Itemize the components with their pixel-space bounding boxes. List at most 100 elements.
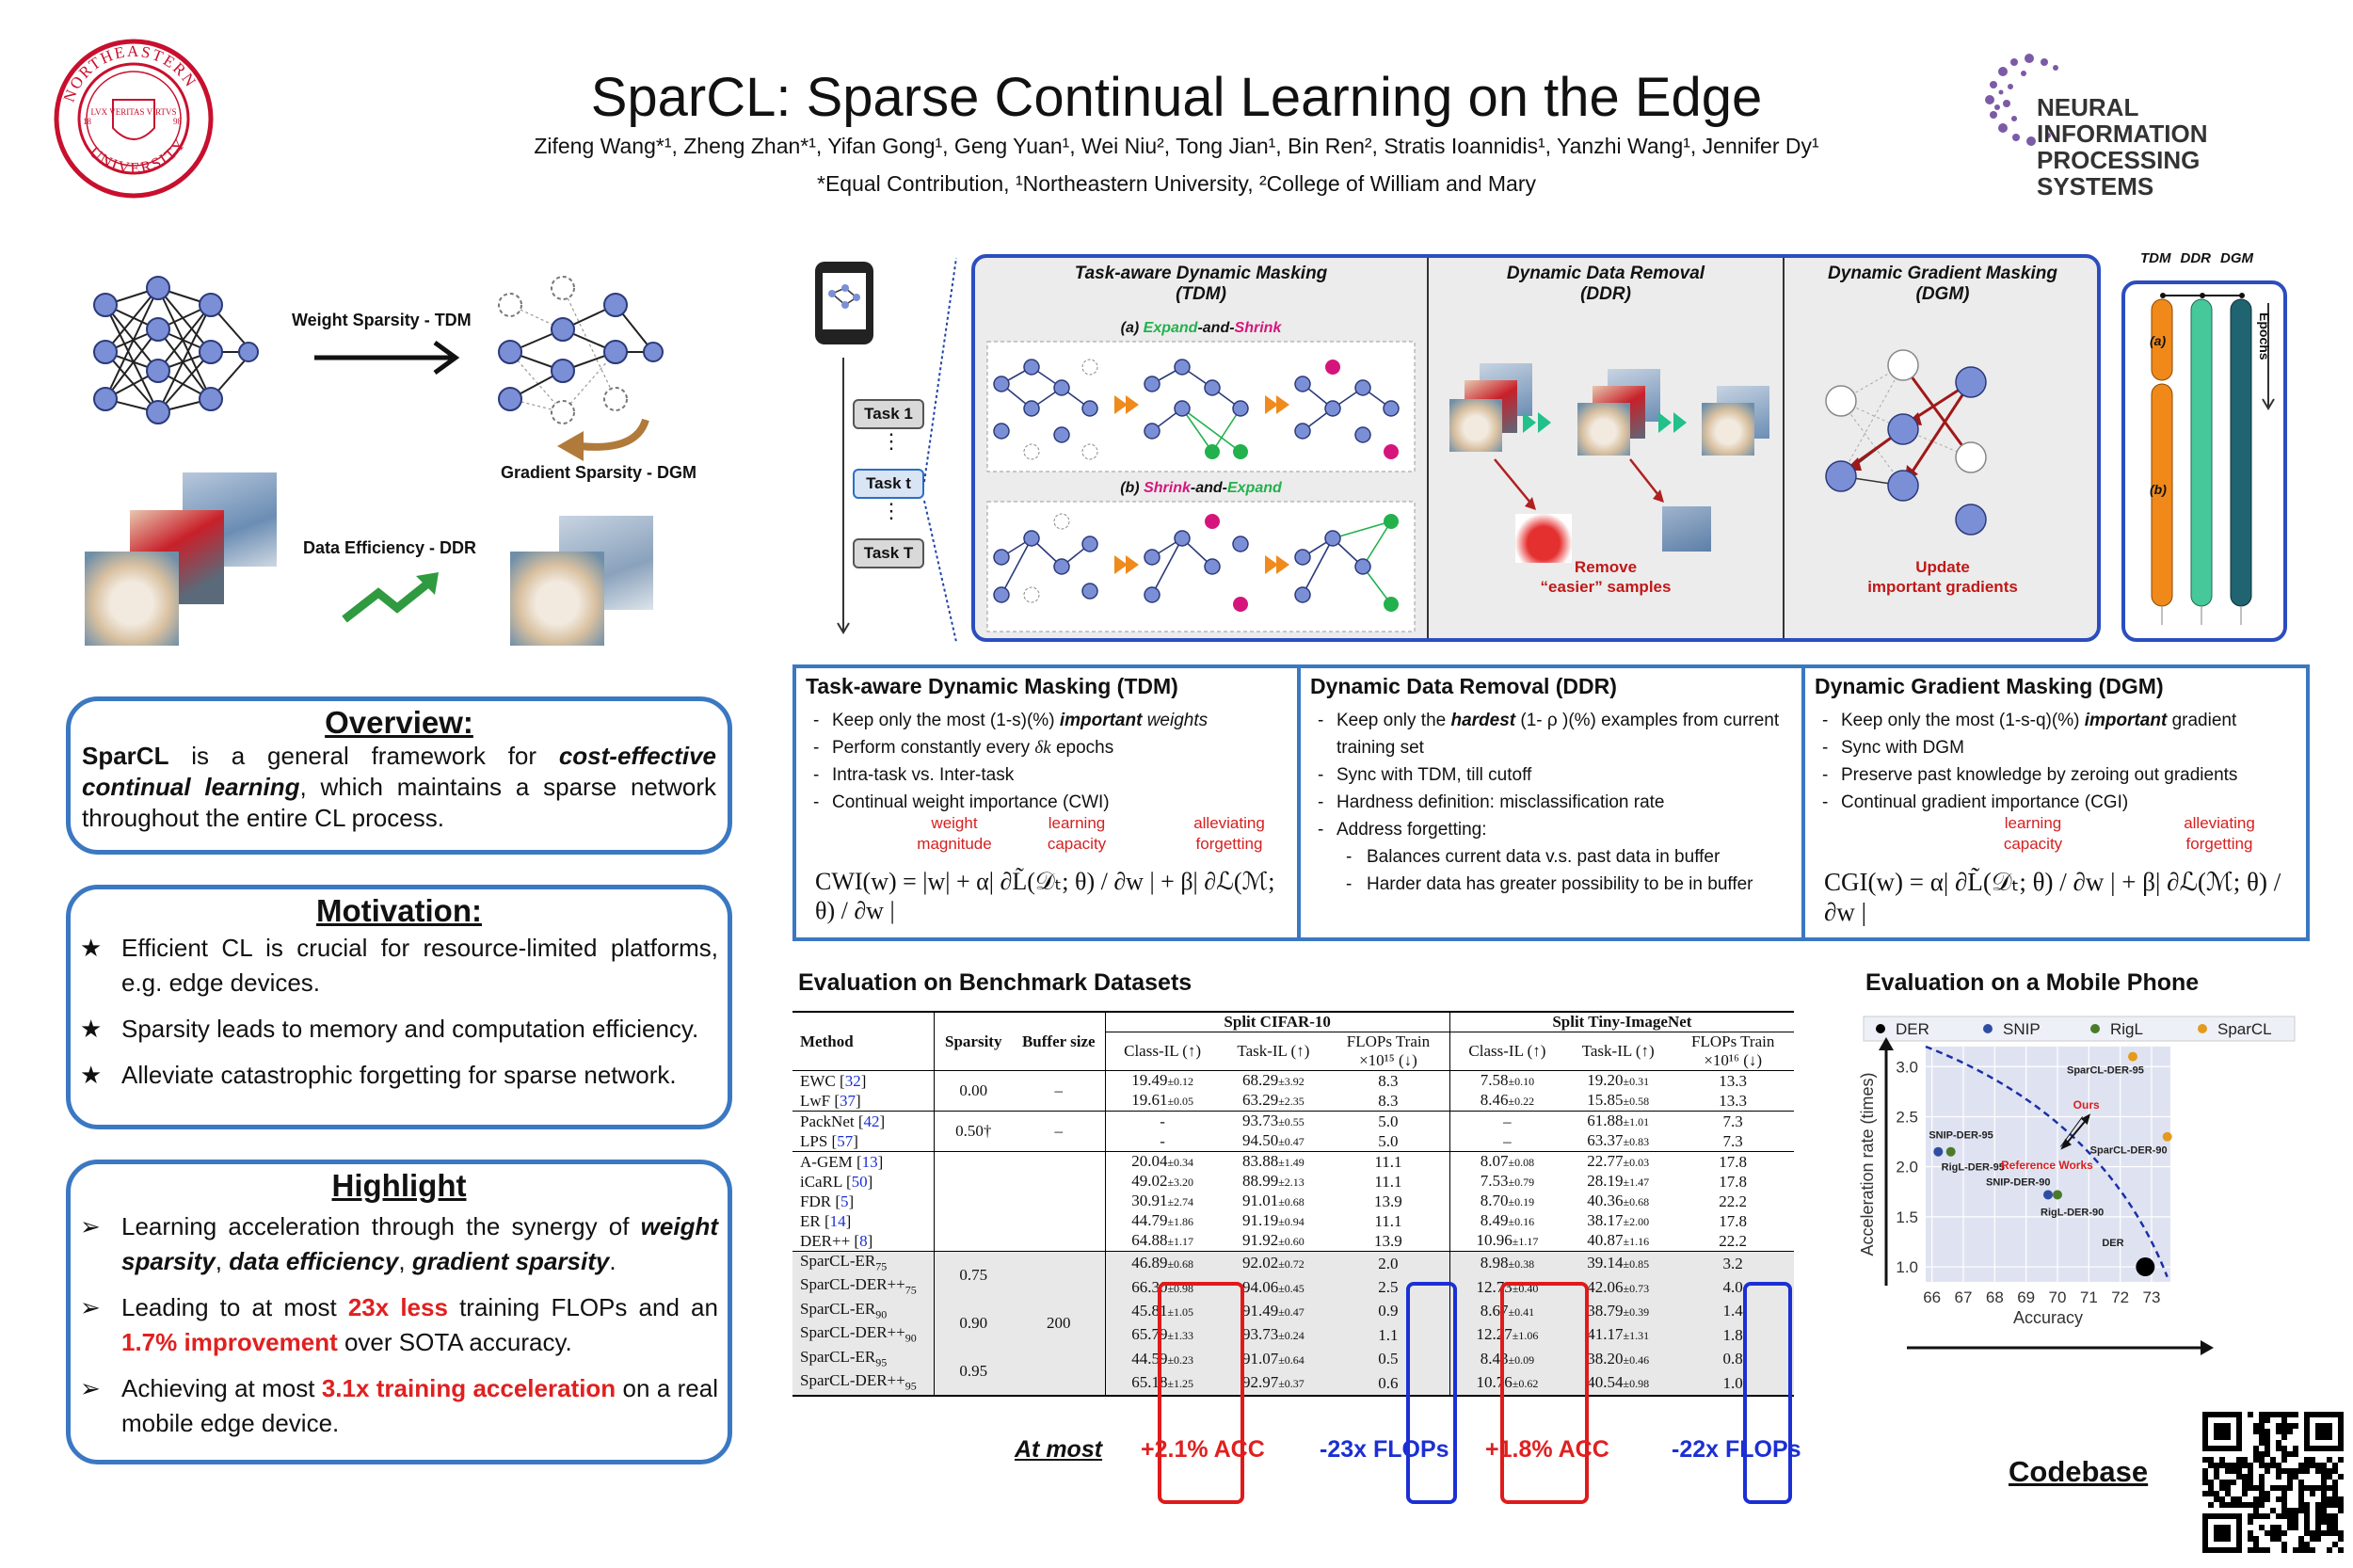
affiliations: *Equal Contribution, ¹Northeastern Unive…: [817, 171, 1536, 196]
value-cell: 88.99±2.13: [1241, 1172, 1305, 1190]
value-cell: 19.20±0.31: [1587, 1071, 1650, 1089]
tdm-item: -Continual weight importance (CWI): [813, 792, 1110, 812]
data-point: [2136, 1257, 2155, 1277]
benchmark-heading: Evaluation on Benchmark Datasets: [798, 969, 1193, 996]
framework-figure: Task 1 ⋮ Task t ⋮ Task T Task-aware Dyna…: [811, 250, 2289, 649]
x-tick-label: 67: [1955, 1288, 1973, 1306]
sparsity-cell: 0.50†: [955, 1122, 992, 1140]
weight-sparsity-label: Weight Sparsity - TDM: [292, 311, 472, 329]
value-cell: 63.37±0.83: [1587, 1131, 1650, 1149]
forward-arrow-icon: [1523, 412, 1551, 433]
codebase-label[interactable]: Codebase: [2009, 1455, 2149, 1488]
value-cell: 8.70±0.19: [1480, 1192, 1535, 1209]
qr-code-icon[interactable]: [2202, 1412, 2344, 1553]
tdm-a-caption: (a) Expand-and-Shrink: [1120, 320, 1282, 336]
motivation-item: ★Alleviate catastrophic forgetting for s…: [80, 1061, 677, 1089]
value-cell: 39.14±0.85: [1587, 1254, 1650, 1272]
value-cell: 94.06±0.45: [1241, 1277, 1305, 1296]
value-cell: 1.8: [1722, 1325, 1743, 1344]
value-cell: 91.49±0.47: [1241, 1301, 1305, 1320]
summary-tiny-acc: +1.8% ACC: [1485, 1436, 1609, 1463]
point-label: SNIP-DER-95: [1929, 1130, 1993, 1142]
col-cifar: Split CIFAR-10: [1105, 1012, 1450, 1032]
x-tick-label: 68: [1986, 1288, 2004, 1306]
dgm-annotation: alleviating forgetting: [2184, 814, 2255, 853]
x-axis-arrowhead: [2201, 1340, 2214, 1355]
method-cell: SparCL-ER75: [792, 1251, 935, 1276]
value-cell: 91.92±0.60: [1241, 1231, 1305, 1249]
col-buffer: Buffer size: [1013, 1012, 1106, 1071]
x-tick-label: 66: [1923, 1288, 1941, 1306]
northeastern-logo: NORTHEASTERN UNIVERSITY LVX VERITAS VIRT…: [53, 38, 215, 200]
task-t-chip: Task t: [853, 469, 924, 499]
trend-up-icon: [342, 572, 439, 623]
col-class-il: Class-IL (↑): [1468, 1042, 1546, 1060]
legend-marker: [2090, 1024, 2100, 1033]
value-cell: 7.53±0.79: [1480, 1172, 1535, 1190]
buffer-cell: [1013, 1151, 1106, 1252]
col-task-il: Task-IL (↑): [1237, 1042, 1310, 1060]
ddr-subitem: -Balances current data v.s. past data in…: [1346, 847, 1721, 867]
sparsity-cell: 0.90: [959, 1314, 988, 1333]
dog-image: [85, 552, 179, 646]
value-cell: 46.89±0.68: [1131, 1254, 1194, 1272]
ddr-title: Dynamic Data Removal (DDR): [1310, 674, 1617, 698]
chart-legend: [1863, 1016, 2296, 1042]
legend-label: DER: [1896, 1020, 1929, 1038]
poster-title: SparCL: Sparse Continual Learning on the…: [590, 67, 1763, 128]
overview-text: SparCL is a general framework for cost-e…: [82, 742, 716, 832]
dgm-caption-1: Update: [1915, 558, 1970, 576]
svg-text:LVX VERITAS VIRTVS: LVX VERITAS VIRTVS: [90, 107, 176, 117]
neurips-line1: NEURAL INFORMATION: [2037, 93, 2208, 148]
y-axis-arrowhead: [1879, 1037, 1894, 1050]
data-point: [1933, 1146, 1944, 1157]
neurips-line2: PROCESSING SYSTEMS: [2037, 146, 2201, 200]
x-tick-label: 72: [2111, 1288, 2129, 1306]
value-cell: 7.3: [1722, 1131, 1743, 1150]
legend-label: SparCL: [2217, 1020, 2272, 1038]
tiny-flops-highlight: [1743, 1282, 1792, 1504]
arrowhead: [2060, 1138, 2072, 1150]
method-cell: LwF [37]: [792, 1091, 935, 1112]
highlight-box: Highlight ➢Learning acceleration through…: [66, 1160, 732, 1464]
dgm-panel-abbr: (DGM): [1915, 284, 1970, 304]
tdm-section: Task-aware Dynamic Masking (TDM) -Keep o…: [792, 664, 1301, 941]
value-cell: 5.0: [1327, 1131, 1450, 1152]
tiny-acc-highlight: [1500, 1282, 1589, 1504]
value-cell: 91.01±0.68: [1241, 1192, 1305, 1209]
highlight-title: Highlight: [331, 1168, 467, 1203]
value-cell: 13.9: [1327, 1192, 1450, 1211]
overview-title: Overview:: [325, 705, 473, 740]
buffer-cell: –: [1013, 1070, 1106, 1112]
timeline-arrow-icon: [837, 358, 850, 634]
y-tick-label: 2.0: [1896, 1159, 1918, 1176]
value-cell: 22.2: [1719, 1231, 1748, 1250]
author-list: Zifeng Wang*¹, Zheng Zhan*¹, Yifan Gong¹…: [534, 134, 1819, 158]
value-cell: 93.73±0.24: [1241, 1325, 1305, 1344]
value-cell: 11.1: [1327, 1172, 1450, 1192]
tdm-annotation: alleviating forgetting: [1193, 814, 1265, 853]
sparsity-cell: 0.75: [959, 1266, 988, 1285]
value-cell: 1.0: [1722, 1373, 1743, 1392]
value-cell: 41.17±1.31: [1587, 1325, 1650, 1344]
value-cell: 7.58±0.10: [1480, 1071, 1535, 1089]
cgi-formula: CGI(w) = α| ∂L̃(𝒟ₜ; θ) / ∂w | + β| ∂ℒ(ℳ;…: [1824, 868, 2281, 926]
car-removed-image: [1515, 514, 1572, 563]
gradient-masking-diagram: [1825, 349, 1987, 536]
value-cell: 8.49±0.16: [1480, 1211, 1535, 1229]
value-cell: 13.3: [1719, 1091, 1748, 1110]
method-cell: EWC [32]: [792, 1070, 935, 1091]
highlight-item: ➢Achieving at most 3.1x training acceler…: [80, 1374, 718, 1437]
sparse-network-icon: [498, 276, 664, 424]
shrink-expand-diagram: [986, 501, 1416, 632]
removal-arrows-icon: [1494, 458, 1664, 510]
dgm-item: -Sync with DGM: [1822, 738, 1964, 758]
value-cell: 19.61±0.05: [1131, 1091, 1194, 1109]
dgm-title: Dynamic Gradient Masking (DGM): [1815, 674, 2164, 698]
